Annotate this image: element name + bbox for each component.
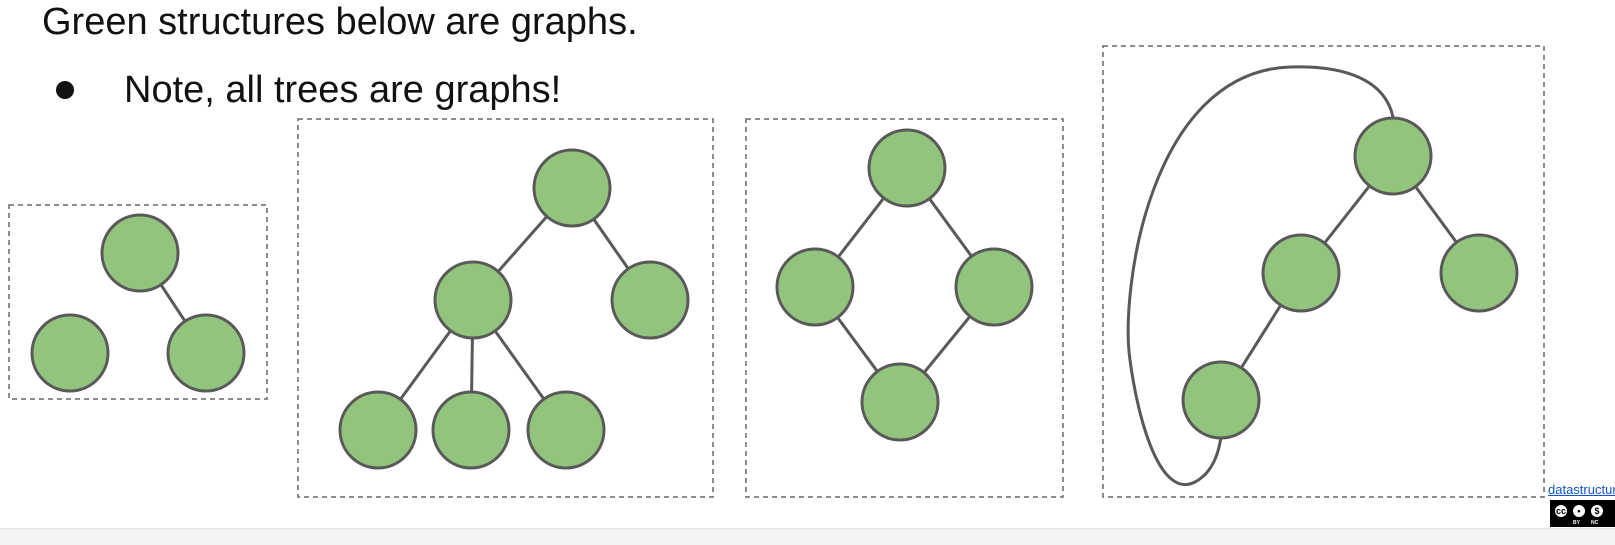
graph-3-node-left <box>775 247 855 327</box>
graph-4 <box>1102 45 1545 498</box>
graph-2 <box>297 118 714 498</box>
source-link[interactable]: datastructur <box>1548 482 1615 497</box>
license-label-by: BY <box>1573 520 1580 526</box>
graph-1-frame <box>8 204 268 400</box>
bullet-text: Note, all trees are graphs! <box>124 69 562 111</box>
graph-1 <box>8 204 268 400</box>
graph-2-frame <box>297 118 714 498</box>
graph-3-node-top <box>867 128 947 208</box>
graph-2-node-left <box>433 260 513 340</box>
graph-4-frame <box>1102 45 1545 498</box>
cc-by-nc-icon[interactable]: cc • $ BY NC <box>1550 500 1615 527</box>
graph-4-node-left <box>1261 233 1341 313</box>
license-label-nc: NC <box>1591 520 1599 526</box>
graph-4-node-leaf <box>1181 360 1261 440</box>
graph-2-node-leaf <box>526 390 606 470</box>
graph-3-node-right <box>954 247 1034 327</box>
footer-strip <box>0 528 1615 545</box>
graph-1-node-root <box>100 213 180 293</box>
graph-3-node-bottom <box>860 362 940 442</box>
by-person-icon: • <box>1571 503 1587 519</box>
graph-1-node-right <box>166 313 246 393</box>
graph-1-node-left <box>30 313 110 393</box>
cc-icon: cc <box>1553 503 1569 519</box>
graph-3-frame <box>745 118 1064 498</box>
graph-2-node-leaf <box>338 390 418 470</box>
bullet-item: Note, all trees are graphs! <box>56 66 561 114</box>
graph-3 <box>745 118 1064 498</box>
graph-4-node-root <box>1353 116 1433 196</box>
nc-dollar-icon: $ <box>1589 503 1605 519</box>
slide-heading: Green structures below are graphs. <box>42 1 638 43</box>
graph-2-node-right <box>610 260 690 340</box>
graph-2-node-root <box>532 148 612 228</box>
graph-4-node-right <box>1439 233 1519 313</box>
bullet-dot-icon <box>56 81 74 99</box>
graph-2-node-leaf <box>431 390 511 470</box>
graph-4-back-edge <box>1126 65 1395 486</box>
